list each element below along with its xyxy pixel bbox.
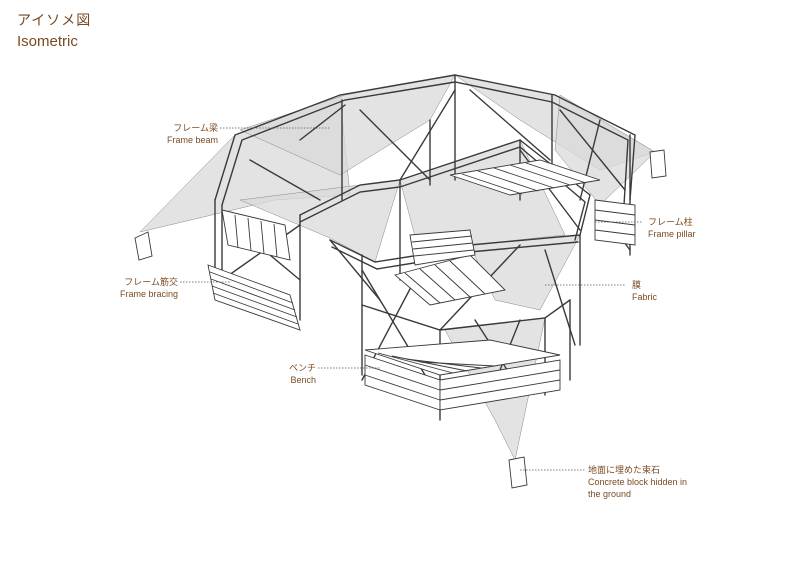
label-frame-beam-en: Frame beam (166, 135, 218, 145)
fabric-back-canopy (239, 74, 456, 176)
label-bench-en: Bench (290, 375, 316, 385)
label-bench: ベンチ Bench (266, 362, 316, 386)
bench-center (394, 229, 506, 306)
frame-beam-middle-ring (299, 139, 591, 236)
frame-bracing-9 (579, 119, 601, 201)
frame-bracing-7 (469, 89, 551, 161)
concrete-block-front (508, 456, 528, 489)
label-fabric-en: Fabric (632, 292, 658, 302)
frame-bracing-3 (299, 104, 346, 141)
label-concrete-block: 地面に埋めた束石 Concrete block hidden in the gr… (588, 464, 687, 500)
bench-right (594, 199, 636, 246)
label-concrete-block-jp: 地面に埋めた束石 (588, 465, 661, 475)
bench-back-right (449, 159, 601, 196)
label-frame-beam: フレーム梁 Frame beam (148, 122, 218, 146)
drawing-title-en: Isometric (17, 33, 78, 50)
label-frame-pillar-jp: フレーム柱 (648, 217, 693, 227)
leader-lines (180, 127, 643, 471)
concrete-block-right (649, 149, 667, 179)
label-frame-bracing-jp: フレーム筋交 (124, 277, 178, 287)
frame-bracing-16 (329, 239, 381, 301)
frame-bracing-15 (544, 249, 576, 346)
bench-left (207, 209, 301, 331)
label-fabric: 膜 Fabric (632, 279, 657, 303)
frame-bracing-6 (399, 89, 456, 181)
bench-front (364, 339, 561, 411)
label-concrete-block-en-2: the ground (588, 489, 632, 499)
label-frame-pillar: フレーム柱 Frame pillar (648, 216, 696, 240)
label-frame-bracing-en: Frame bracing (119, 289, 178, 299)
label-frame-beam-jp: フレーム梁 (173, 123, 218, 133)
label-frame-pillar-en: Frame pillar (648, 229, 696, 239)
frame-bracing-5 (359, 109, 431, 181)
frame-bracing-4 (249, 159, 321, 201)
drawing-title-jp: アイソメ図 (17, 12, 92, 28)
concrete-blocks (134, 149, 667, 489)
label-fabric-jp: 膜 (632, 280, 642, 290)
concrete-block-left (134, 231, 153, 261)
label-bench-jp: ベンチ (288, 363, 316, 373)
label-concrete-block-en-1: Concrete block hidden in (588, 477, 688, 487)
fabric-membranes (139, 74, 656, 461)
frame-beam-middle-ring-inner (299, 146, 586, 241)
benches (207, 159, 636, 411)
frame-beam-front-pod (361, 299, 571, 331)
label-frame-bracing: フレーム筋交 Frame bracing (98, 276, 178, 300)
